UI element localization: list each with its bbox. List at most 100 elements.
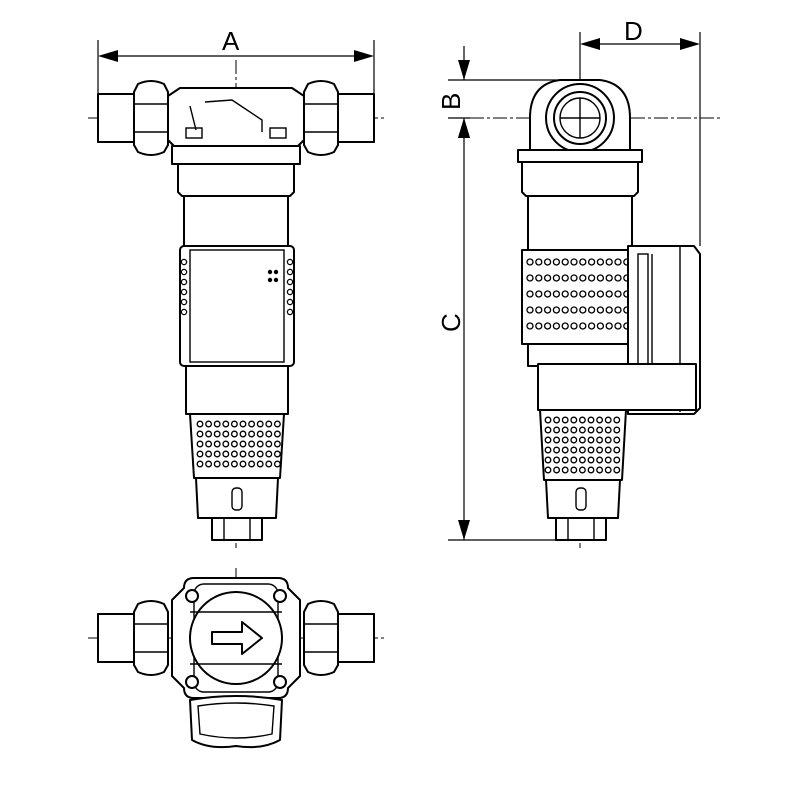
hole <box>535 322 543 330</box>
hole <box>587 290 596 298</box>
side-drain-body <box>539 409 627 481</box>
hole <box>552 322 561 330</box>
hole <box>561 306 569 314</box>
hole <box>553 466 561 474</box>
hole <box>248 460 256 468</box>
hole <box>613 436 621 444</box>
top-right-nut <box>303 600 339 676</box>
hole <box>196 460 204 468</box>
side-head <box>521 161 639 197</box>
hole <box>239 430 247 438</box>
side-flange <box>517 149 643 163</box>
hole <box>578 436 586 444</box>
front-right-nut <box>303 80 339 156</box>
hole <box>570 446 578 454</box>
hole <box>543 290 552 298</box>
hole <box>222 440 230 448</box>
side-view: B C D <box>436 16 722 548</box>
hole <box>552 274 561 282</box>
hole <box>587 306 596 314</box>
hole <box>596 466 604 474</box>
hole <box>604 466 612 474</box>
hole <box>613 466 621 474</box>
hole <box>248 450 256 458</box>
dimension-d: D <box>579 16 701 246</box>
front-grip-band <box>179 245 295 367</box>
hole <box>578 426 586 434</box>
hole <box>526 322 534 330</box>
hole <box>596 416 604 424</box>
side-drain-bottom <box>545 479 621 519</box>
hole <box>561 456 569 464</box>
hole <box>273 430 281 438</box>
hole <box>239 420 247 428</box>
hole <box>570 426 578 434</box>
front-bowl-lower <box>185 365 289 415</box>
hole <box>213 450 221 458</box>
hole <box>526 274 534 282</box>
hole <box>222 450 230 458</box>
side-grip-holes <box>526 258 631 330</box>
top-bolt-tr <box>273 589 287 603</box>
hole <box>552 306 561 314</box>
hole <box>543 306 552 314</box>
hole <box>587 456 595 464</box>
hole <box>553 436 561 444</box>
hole <box>552 258 561 266</box>
dimension-label-d: D <box>624 16 643 46</box>
hole <box>561 416 569 424</box>
hole <box>614 258 622 266</box>
hole <box>570 456 578 464</box>
hole <box>614 322 622 330</box>
side-drain-holes <box>544 416 621 474</box>
hole <box>256 450 264 458</box>
hole <box>273 420 281 428</box>
hole <box>561 290 569 298</box>
hole <box>578 446 586 454</box>
hole <box>248 440 256 448</box>
hole <box>535 290 543 298</box>
hole <box>614 306 622 314</box>
hole <box>205 430 213 438</box>
hole <box>526 290 534 298</box>
hole <box>587 446 595 454</box>
front-head <box>177 163 295 197</box>
hole <box>579 258 587 266</box>
hole <box>604 426 612 434</box>
hole <box>561 466 569 474</box>
hole <box>587 416 595 424</box>
hole <box>587 426 595 434</box>
hole <box>230 450 238 458</box>
hole <box>230 420 238 428</box>
hole <box>535 274 543 282</box>
hole <box>605 306 613 314</box>
hole <box>604 456 612 464</box>
hole <box>213 460 221 468</box>
hole <box>561 322 569 330</box>
dimension-label-a: A <box>222 26 240 56</box>
hole <box>570 416 578 424</box>
hole <box>561 258 569 266</box>
hole <box>596 456 604 464</box>
hole <box>248 420 256 428</box>
hole <box>213 420 221 428</box>
hole <box>553 456 561 464</box>
hole <box>273 460 281 468</box>
hole <box>544 446 552 454</box>
side-bowl-upper <box>527 195 633 253</box>
hole <box>248 430 256 438</box>
hole <box>613 426 621 434</box>
hole <box>196 430 204 438</box>
hole <box>544 466 552 474</box>
hole <box>605 258 613 266</box>
hole <box>239 450 247 458</box>
hole <box>544 426 552 434</box>
hole <box>239 440 247 448</box>
hole <box>579 322 587 330</box>
hole <box>544 436 552 444</box>
front-view: A <box>88 26 385 548</box>
hole <box>570 466 578 474</box>
dimension-c: C <box>436 118 556 541</box>
hole <box>553 426 561 434</box>
